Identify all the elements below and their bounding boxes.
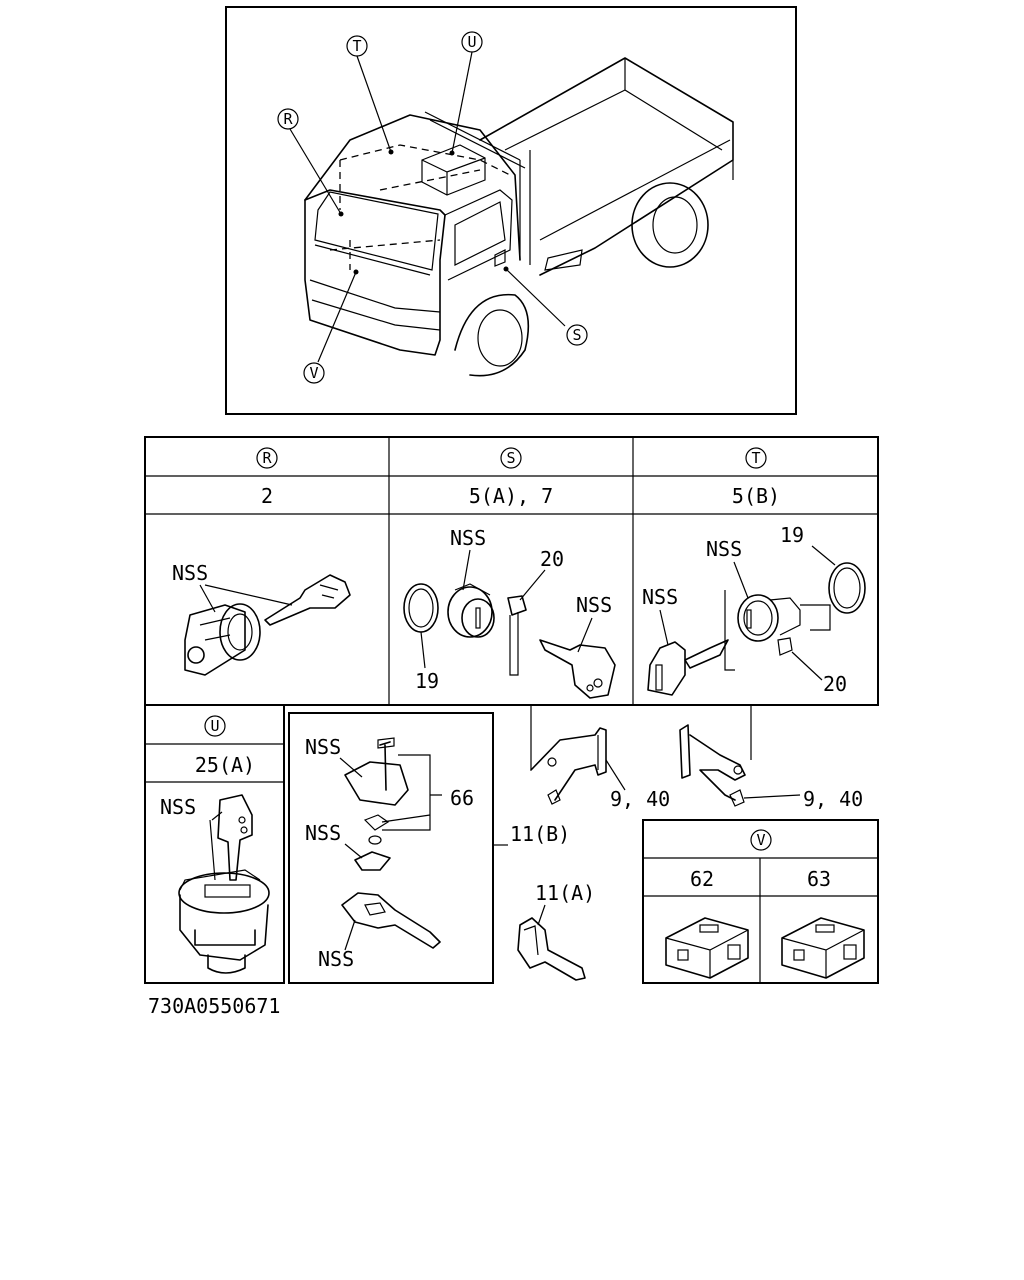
part-19-s: 19 [415, 669, 439, 693]
part-66: 66 [450, 786, 474, 810]
parts-table-top [144, 436, 879, 706]
svg-text:S: S [506, 449, 515, 467]
svg-text:V: V [756, 831, 765, 849]
svg-text:R: R [262, 449, 272, 467]
part-11b: 11(B) [510, 822, 570, 846]
part-20-s: 20 [540, 547, 564, 571]
callout-t: T [346, 35, 368, 57]
key-set-frame [288, 712, 494, 984]
part-number-63: 63 [807, 867, 831, 891]
bracket-t-illustration [679, 724, 746, 807]
svg-text:U: U [210, 717, 219, 735]
part-20-t: 20 [823, 672, 847, 696]
nss-label-r: NSS [172, 561, 208, 585]
nss-label-u: NSS [160, 795, 196, 819]
part-9-40-s: 9, 40 [610, 787, 670, 811]
blank-key-illustration [517, 917, 586, 981]
header-s: S [500, 447, 522, 469]
fuel-cap-lock-illustration [178, 794, 270, 974]
callout-s: S [566, 324, 588, 346]
key-r-illustration [264, 574, 351, 626]
part-number-s: 5(A), 7 [469, 484, 553, 508]
svg-text:T: T [352, 37, 361, 55]
header-v: V [750, 829, 772, 851]
header-u: U [204, 715, 226, 737]
nss-label-keyset-1: NSS [305, 735, 341, 759]
door-lock-s-illustration [403, 583, 616, 699]
control-unit-63-illustration [781, 917, 865, 979]
nss-label-keyset-3: NSS [318, 947, 354, 971]
callout-v: V [303, 362, 325, 384]
door-lock-t-illustration [647, 562, 866, 696]
nss-label-s2: NSS [576, 593, 612, 617]
truck-view-frame [225, 6, 797, 415]
svg-text:R: R [283, 110, 293, 128]
svg-text:T: T [751, 449, 760, 467]
nss-label-t1: NSS [706, 537, 742, 561]
part-9-40-t: 9, 40 [803, 787, 863, 811]
callout-u: U [461, 31, 483, 53]
header-t: T [745, 447, 767, 469]
ignition-cylinder-illustration [184, 603, 261, 676]
svg-text:U: U [467, 33, 476, 51]
svg-text:S: S [572, 326, 581, 344]
bracket-s-illustration [530, 727, 607, 805]
nss-label-s1: NSS [450, 526, 486, 550]
header-r: R [256, 447, 278, 469]
key-set-illustration [341, 737, 441, 949]
truck-illustration [304, 57, 734, 377]
callout-leaders [289, 51, 566, 363]
nss-label-t2: NSS [642, 585, 678, 609]
part-number-62: 62 [690, 867, 714, 891]
svg-text:V: V [309, 364, 318, 382]
callout-r: R [277, 108, 299, 130]
part-number-r: 2 [261, 484, 273, 508]
part-number-u: 25(A) [195, 753, 255, 777]
control-unit-62-illustration [665, 917, 749, 979]
parts-table-v [642, 819, 879, 984]
parts-table-u [144, 704, 285, 984]
part-11a: 11(A) [535, 881, 595, 905]
nss-label-keyset-2: NSS [305, 821, 341, 845]
part-number-t: 5(B) [732, 484, 780, 508]
part-19-t: 19 [780, 523, 804, 547]
drawing-number: 730A0550671 [148, 994, 280, 1018]
